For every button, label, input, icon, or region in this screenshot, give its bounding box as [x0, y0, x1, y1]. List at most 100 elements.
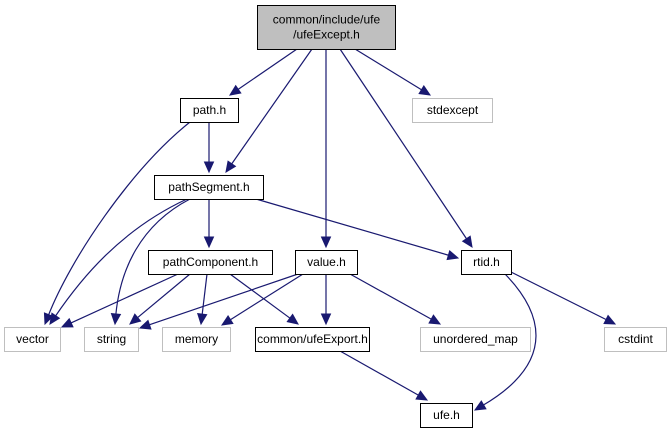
edge-pathSegment-to-string: [110, 198, 191, 326]
arrowhead-icon: [43, 312, 54, 326]
edge-line: [237, 48, 298, 91]
edge-line: [136, 273, 191, 319]
node-value[interactable]: value.h: [295, 250, 358, 275]
node-pathSegment[interactable]: pathSegment.h: [154, 175, 264, 200]
arrowhead-icon: [473, 400, 487, 411]
node-label: string: [97, 332, 126, 346]
node-label: value.h: [307, 255, 346, 269]
node-box: [420, 327, 531, 352]
edge-line: [339, 48, 468, 240]
edge-rtid-to-ufe: [473, 273, 537, 411]
edge-line: [229, 273, 304, 321]
node-box: [4, 327, 61, 352]
edge-line: [510, 271, 608, 321]
edge-value-to-string: [138, 273, 299, 330]
arrowhead-icon: [203, 236, 215, 249]
node-root[interactable]: common/include/ufe/ufeExcept.h: [257, 5, 396, 50]
arrowhead-icon: [418, 85, 432, 96]
node-label: memory: [175, 332, 218, 346]
edge-line: [482, 273, 537, 406]
node-cstdint: cstdint: [604, 327, 667, 352]
arrowhead-icon: [49, 312, 61, 326]
edge-value-to-ufeExport: [320, 274, 332, 326]
edge-value-to-unordered_map: [349, 273, 442, 325]
arrowhead-icon: [320, 313, 332, 326]
edge-pathSegment-to-vector: [49, 198, 188, 326]
edge-line: [47, 121, 191, 316]
edge-pathSegment-to-pathComponent: [203, 199, 215, 249]
node-memory: memory: [162, 327, 231, 352]
arrowhead-icon: [603, 314, 617, 325]
edge-path-to-vector: [43, 121, 191, 326]
node-label: unordered_map: [433, 332, 518, 346]
node-label: /ufeExcept.h: [293, 28, 360, 42]
node-label: pathSegment.h: [168, 180, 249, 194]
node-box: [84, 327, 139, 352]
node-box: [148, 250, 273, 275]
node-unordered_map: unordered_map: [420, 327, 531, 352]
node-stdexcept: stdexcept: [412, 98, 493, 123]
edge-root-to-value: [320, 49, 332, 249]
node-box: [295, 250, 358, 275]
arrowhead-icon: [428, 314, 442, 325]
node-label: pathComponent.h: [163, 255, 258, 269]
node-ufe[interactable]: ufe.h: [420, 403, 473, 428]
node-box: [180, 98, 239, 123]
edge-line: [349, 273, 433, 321]
edge-line: [230, 48, 313, 165]
arrowhead-icon: [110, 313, 122, 326]
arrowhead-icon: [446, 249, 460, 261]
edge-pathComponent-to-ufeExport: [229, 273, 299, 325]
node-label: stdexcept: [427, 103, 479, 117]
arrowhead-icon: [203, 161, 215, 174]
node-box: [461, 250, 512, 275]
edge-pathComponent-to-string: [129, 273, 191, 325]
arrowhead-icon: [461, 235, 473, 249]
edge-root-to-path: [228, 48, 298, 96]
edge-line: [115, 198, 191, 316]
node-box: [255, 327, 370, 352]
node-label: path.h: [193, 103, 226, 117]
arrowhead-icon: [320, 236, 332, 249]
node-box: [604, 327, 667, 352]
edge-root-to-rtid: [339, 48, 473, 249]
edge-value-to-memory: [220, 273, 304, 326]
node-pathComponent[interactable]: pathComponent.h: [148, 250, 273, 275]
arrowhead-icon: [225, 160, 237, 173]
node-path[interactable]: path.h: [180, 98, 239, 123]
node-box: [162, 327, 231, 352]
edge-line: [201, 273, 208, 316]
arrowhead-icon: [138, 319, 152, 330]
edge-path-to-pathSegment: [203, 122, 215, 174]
node-box: [412, 98, 493, 123]
arrowhead-icon: [220, 314, 234, 326]
edge-ufeExport-to-ufe: [339, 350, 429, 401]
node-string: string: [84, 327, 139, 352]
edge-root-to-stdexcept: [354, 48, 432, 96]
nodes-layer: common/include/ufe/ufeExcept.h path.h stde…: [4, 5, 667, 428]
edges-layer: [43, 48, 617, 411]
arrowhead-icon: [129, 313, 142, 325]
node-vector: vector: [4, 327, 61, 352]
node-label: cstdint: [618, 332, 653, 346]
edge-rtid-to-cstdint: [510, 271, 617, 325]
node-rtid[interactable]: rtid.h: [461, 250, 512, 275]
edge-line: [148, 273, 299, 326]
edge-line: [229, 273, 292, 320]
node-label: ufe.h: [433, 408, 460, 422]
edge-line: [339, 350, 420, 397]
node-label: rtid.h: [473, 255, 500, 269]
node-ufeExport[interactable]: common/ufeExport.h: [255, 327, 370, 352]
edge-line: [69, 273, 179, 324]
edge-pathSegment-to-rtid: [255, 198, 460, 261]
edge-line: [255, 198, 450, 257]
arrowhead-icon: [60, 317, 74, 328]
node-box: [420, 403, 473, 428]
arrowhead-icon: [286, 313, 299, 325]
edge-pathComponent-to-memory: [197, 273, 208, 326]
edge-line: [354, 48, 423, 91]
node-label: vector: [16, 332, 49, 346]
node-box: [154, 175, 264, 200]
node-box: [257, 5, 396, 50]
